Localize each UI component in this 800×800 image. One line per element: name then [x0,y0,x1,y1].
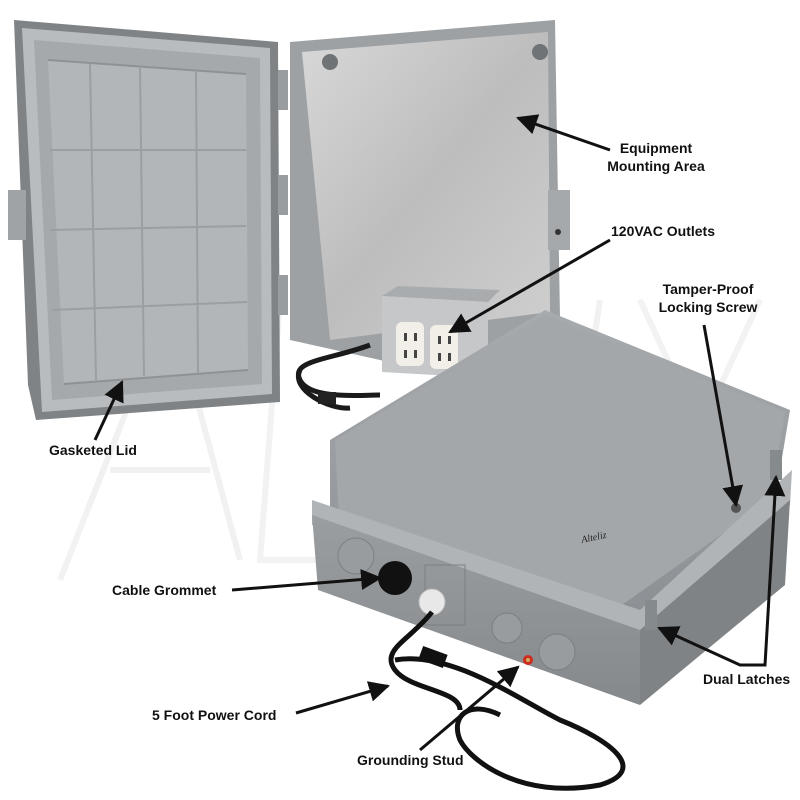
label-grounding-stud: Grounding Stud [357,752,464,768]
label-tamper-line-2: Locking Screw [658,299,758,315]
label-power-cord: 5 Foot Power Cord [152,707,277,723]
brand-logo: Alteliz [579,530,607,546]
label-tamper-line-1: Tamper-Proof [662,281,754,297]
label-tamper-proof-locking-screw: Tamper-Proof Locking Screw [654,280,762,316]
closed-enclosure: Alteliz [312,310,792,705]
label-120vac-outlets: 120VAC Outlets [611,223,715,239]
label-equipment-mounting-area: Equipment Mounting Area [600,139,712,175]
rear-power-cord [295,342,381,411]
front-power-cord [388,610,626,791]
label-gasketed-lid: Gasketed Lid [49,442,137,458]
label-cable-grommet: Cable Grommet [112,582,217,598]
open-lid [8,20,288,420]
callout-arrows [93,114,786,752]
label-dual-latches: Dual Latches [703,671,791,687]
label-equipment-line-2: Mounting Area [607,158,705,174]
label-equipment-line-1: Equipment [619,140,693,156]
